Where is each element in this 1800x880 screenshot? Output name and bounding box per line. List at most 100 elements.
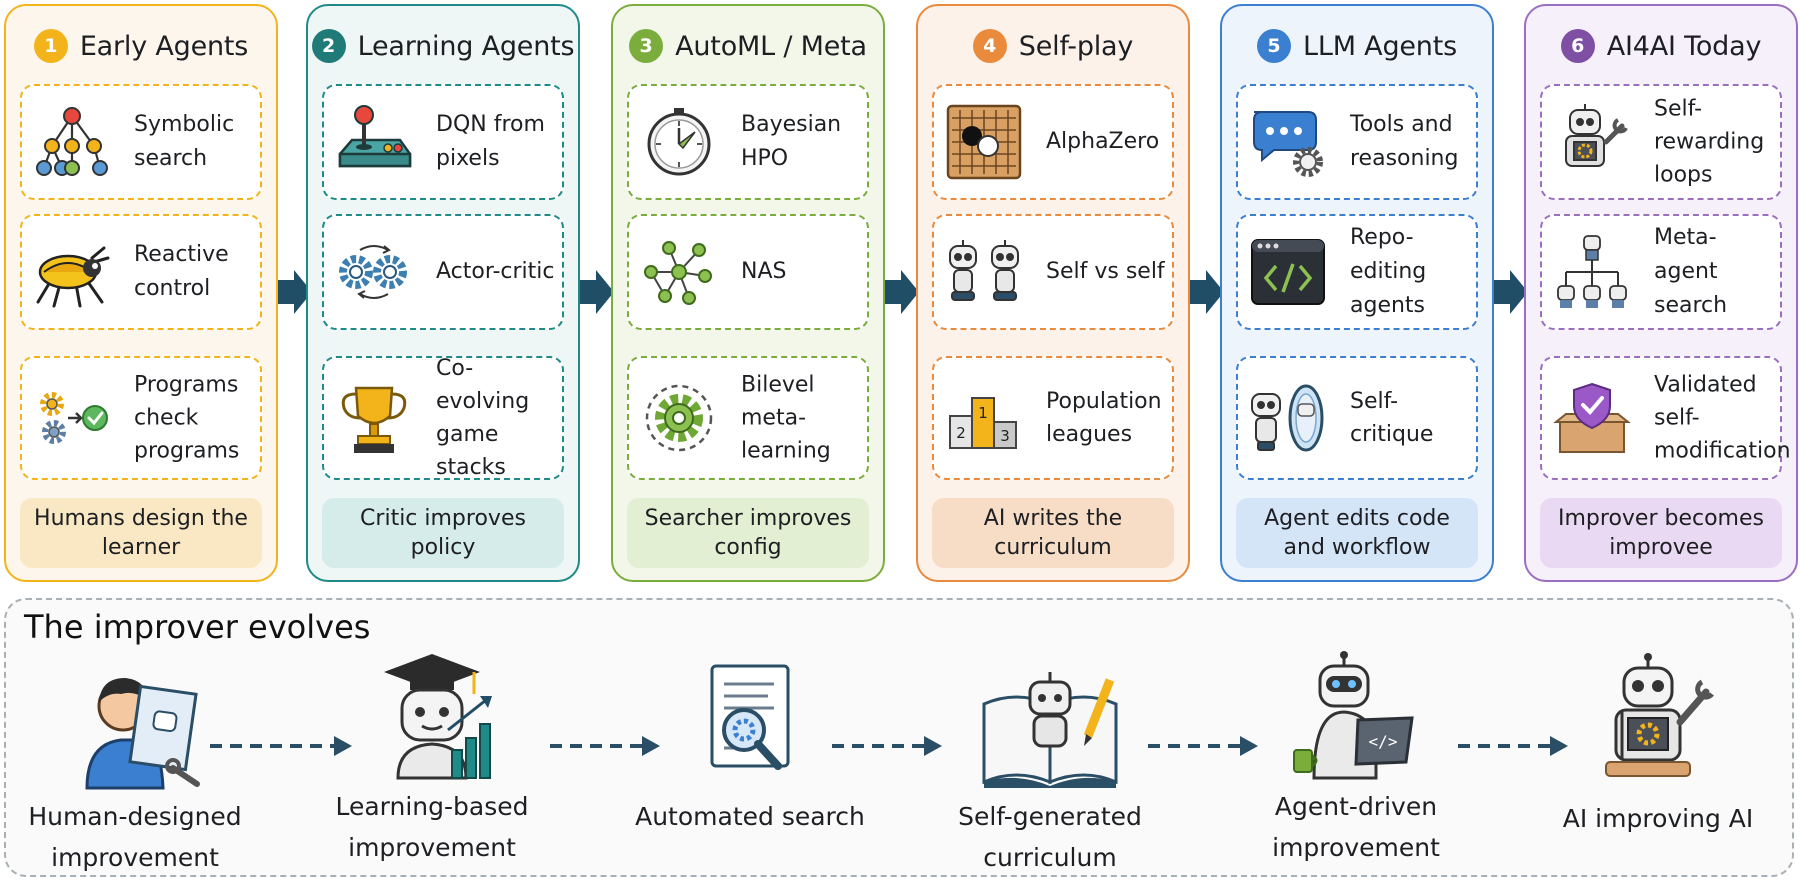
robot-wrench-icon — [1552, 102, 1632, 182]
phase-summary: Humans design the learner — [20, 498, 262, 568]
stage-label: Agent-driven improvement — [1272, 792, 1440, 862]
phase-arrow — [885, 270, 919, 314]
chat-gear-icon — [1248, 102, 1328, 182]
improver-evolves-panel: The improver evolves — [4, 598, 1794, 877]
phase-column-early-agents: 1 Early Agents — [4, 4, 278, 582]
phase-title: LLM Agents — [1303, 30, 1457, 62]
graduate-robot-icon — [362, 650, 502, 780]
phase-title: Self-play — [1018, 30, 1134, 62]
podium-icon: 1 2 3 — [944, 378, 1024, 458]
phase-title: Learning Agents — [357, 30, 575, 62]
card-label: NAS — [741, 259, 787, 284]
phase-column-llm-agents: 5 LLM Agents Tools and reasoning — [1220, 4, 1494, 582]
phase-header: 3 AutoML / Meta — [613, 26, 883, 66]
phase-column-learning-agents: 2 Learning Agents DQN from pixels — [306, 4, 580, 582]
tree-graph-icon — [32, 102, 112, 182]
phase-card: Meta-agent search — [1540, 214, 1782, 330]
card-label: Meta-agent search — [1654, 225, 1728, 318]
evolution-arrow — [832, 736, 942, 756]
card-label: Actor-critic — [436, 259, 555, 284]
stopwatch-icon — [639, 102, 719, 182]
phase-summary: Agent edits code and workflow — [1236, 498, 1478, 568]
card-label: Tools and reasoning — [1350, 112, 1459, 171]
svg-text:1: 1 — [978, 404, 988, 422]
card-label: Programs check programs — [134, 372, 240, 464]
joystick-icon — [334, 102, 414, 182]
evolution-arrow — [210, 736, 352, 756]
phase-title: AI4AI Today — [1606, 30, 1762, 62]
phase-number: 1 — [33, 29, 68, 63]
stage-label: Learning-based improvement — [335, 792, 529, 862]
evolution-stage: Human-designed improvement — [20, 660, 250, 878]
phase-card: Bayesian HPO — [627, 84, 869, 200]
card-label: Symbolic search — [134, 112, 235, 171]
card-label: Self vs self — [1046, 259, 1165, 284]
phase-card: Bilevel meta-learning — [627, 356, 869, 480]
phase-column-self-play: 4 Self-play AlphaZero — [916, 4, 1190, 582]
phase-number: 2 — [311, 29, 346, 63]
robot-mirror-icon — [1248, 378, 1328, 458]
phase-summary: AI writes the curriculum — [932, 498, 1174, 568]
phase-card: Programs check programs — [20, 356, 262, 480]
phase-card: AlphaZero — [932, 84, 1174, 200]
evolution-stage: </> Agent-driven improvement — [1241, 650, 1471, 868]
svg-text:2: 2 — [956, 424, 966, 442]
phase-summary: Searcher improves config — [627, 498, 869, 568]
card-label: Bilevel meta-learning — [741, 372, 831, 464]
card-label: Co-evolving game stacks — [436, 356, 530, 480]
phase-title: Early Agents — [79, 30, 249, 62]
card-label: Reactive control — [134, 242, 229, 301]
card-label: Population leagues — [1046, 389, 1162, 447]
card-label: Self-critique — [1350, 389, 1434, 447]
evolution-title: The improver evolves — [24, 608, 371, 646]
phase-card: Symbolic search — [20, 84, 262, 200]
stage-label: Human-designed improvement — [28, 802, 242, 872]
phase-header: 2 Learning Agents — [308, 26, 578, 66]
phase-card: Repo-editing agents — [1236, 214, 1478, 330]
robot-book-icon — [980, 660, 1120, 790]
phase-card: Validated self-modification — [1540, 356, 1791, 480]
evolution-stage: Automated search — [635, 660, 865, 837]
evolution-stage: Self-generated curriculum — [935, 660, 1165, 878]
stage-label: Self-generated curriculum — [958, 802, 1142, 872]
code-window-icon — [1248, 232, 1328, 312]
phase-number: 5 — [1257, 29, 1292, 63]
evolution-arrow — [1148, 736, 1258, 756]
phase-number: 6 — [1560, 29, 1595, 63]
phase-column-automl-meta: 3 AutoML / Meta Bayesian HPO — [611, 4, 885, 582]
phase-title: AutoML / Meta — [675, 30, 867, 62]
phase-card: Self-critique — [1236, 356, 1478, 480]
phase-number: 4 — [972, 29, 1007, 63]
shield-box-icon — [1552, 378, 1632, 458]
phase-card: Reactive control — [20, 214, 262, 330]
svg-text:3: 3 — [1000, 427, 1010, 445]
card-label: DQN from pixels — [436, 112, 545, 171]
phase-card: Self vs self — [932, 214, 1174, 330]
phase-card: DQN from pixels — [322, 84, 564, 200]
document-search-icon — [680, 660, 820, 790]
card-label: Validated self-modification — [1654, 372, 1791, 464]
phase-summary: Critic improves policy — [322, 498, 564, 568]
gears-cycle-icon — [334, 232, 414, 312]
evolution-arrow — [550, 736, 660, 756]
phase-card: NAS — [627, 214, 869, 330]
phase-header: 4 Self-play — [918, 26, 1188, 66]
evolution-stage: Learning-based improvement — [317, 650, 547, 868]
evolution-stage: AI improving AI — [1540, 652, 1776, 839]
robot-laptop-icon: </> — [1286, 650, 1426, 780]
human-blueprint-icon — [65, 660, 205, 790]
phase-card: Tools and reasoning — [1236, 84, 1478, 200]
card-label: Bayesian HPO — [741, 112, 842, 171]
phase-arrow — [580, 270, 614, 314]
robot-self-repair-icon — [1588, 652, 1728, 782]
phase-arrow — [1190, 270, 1224, 314]
twin-robots-icon — [944, 232, 1024, 312]
evolution-arrow — [1458, 736, 1568, 756]
robot-hierarchy-icon — [1552, 232, 1632, 312]
robot-bug-icon — [32, 232, 112, 312]
phase-arrow — [278, 270, 312, 314]
card-label: AlphaZero — [1046, 129, 1160, 154]
phase-column-ai4ai-today: 6 AI4AI Today Self-rewardi — [1524, 4, 1798, 582]
stage-label: AI improving AI — [1562, 804, 1754, 833]
